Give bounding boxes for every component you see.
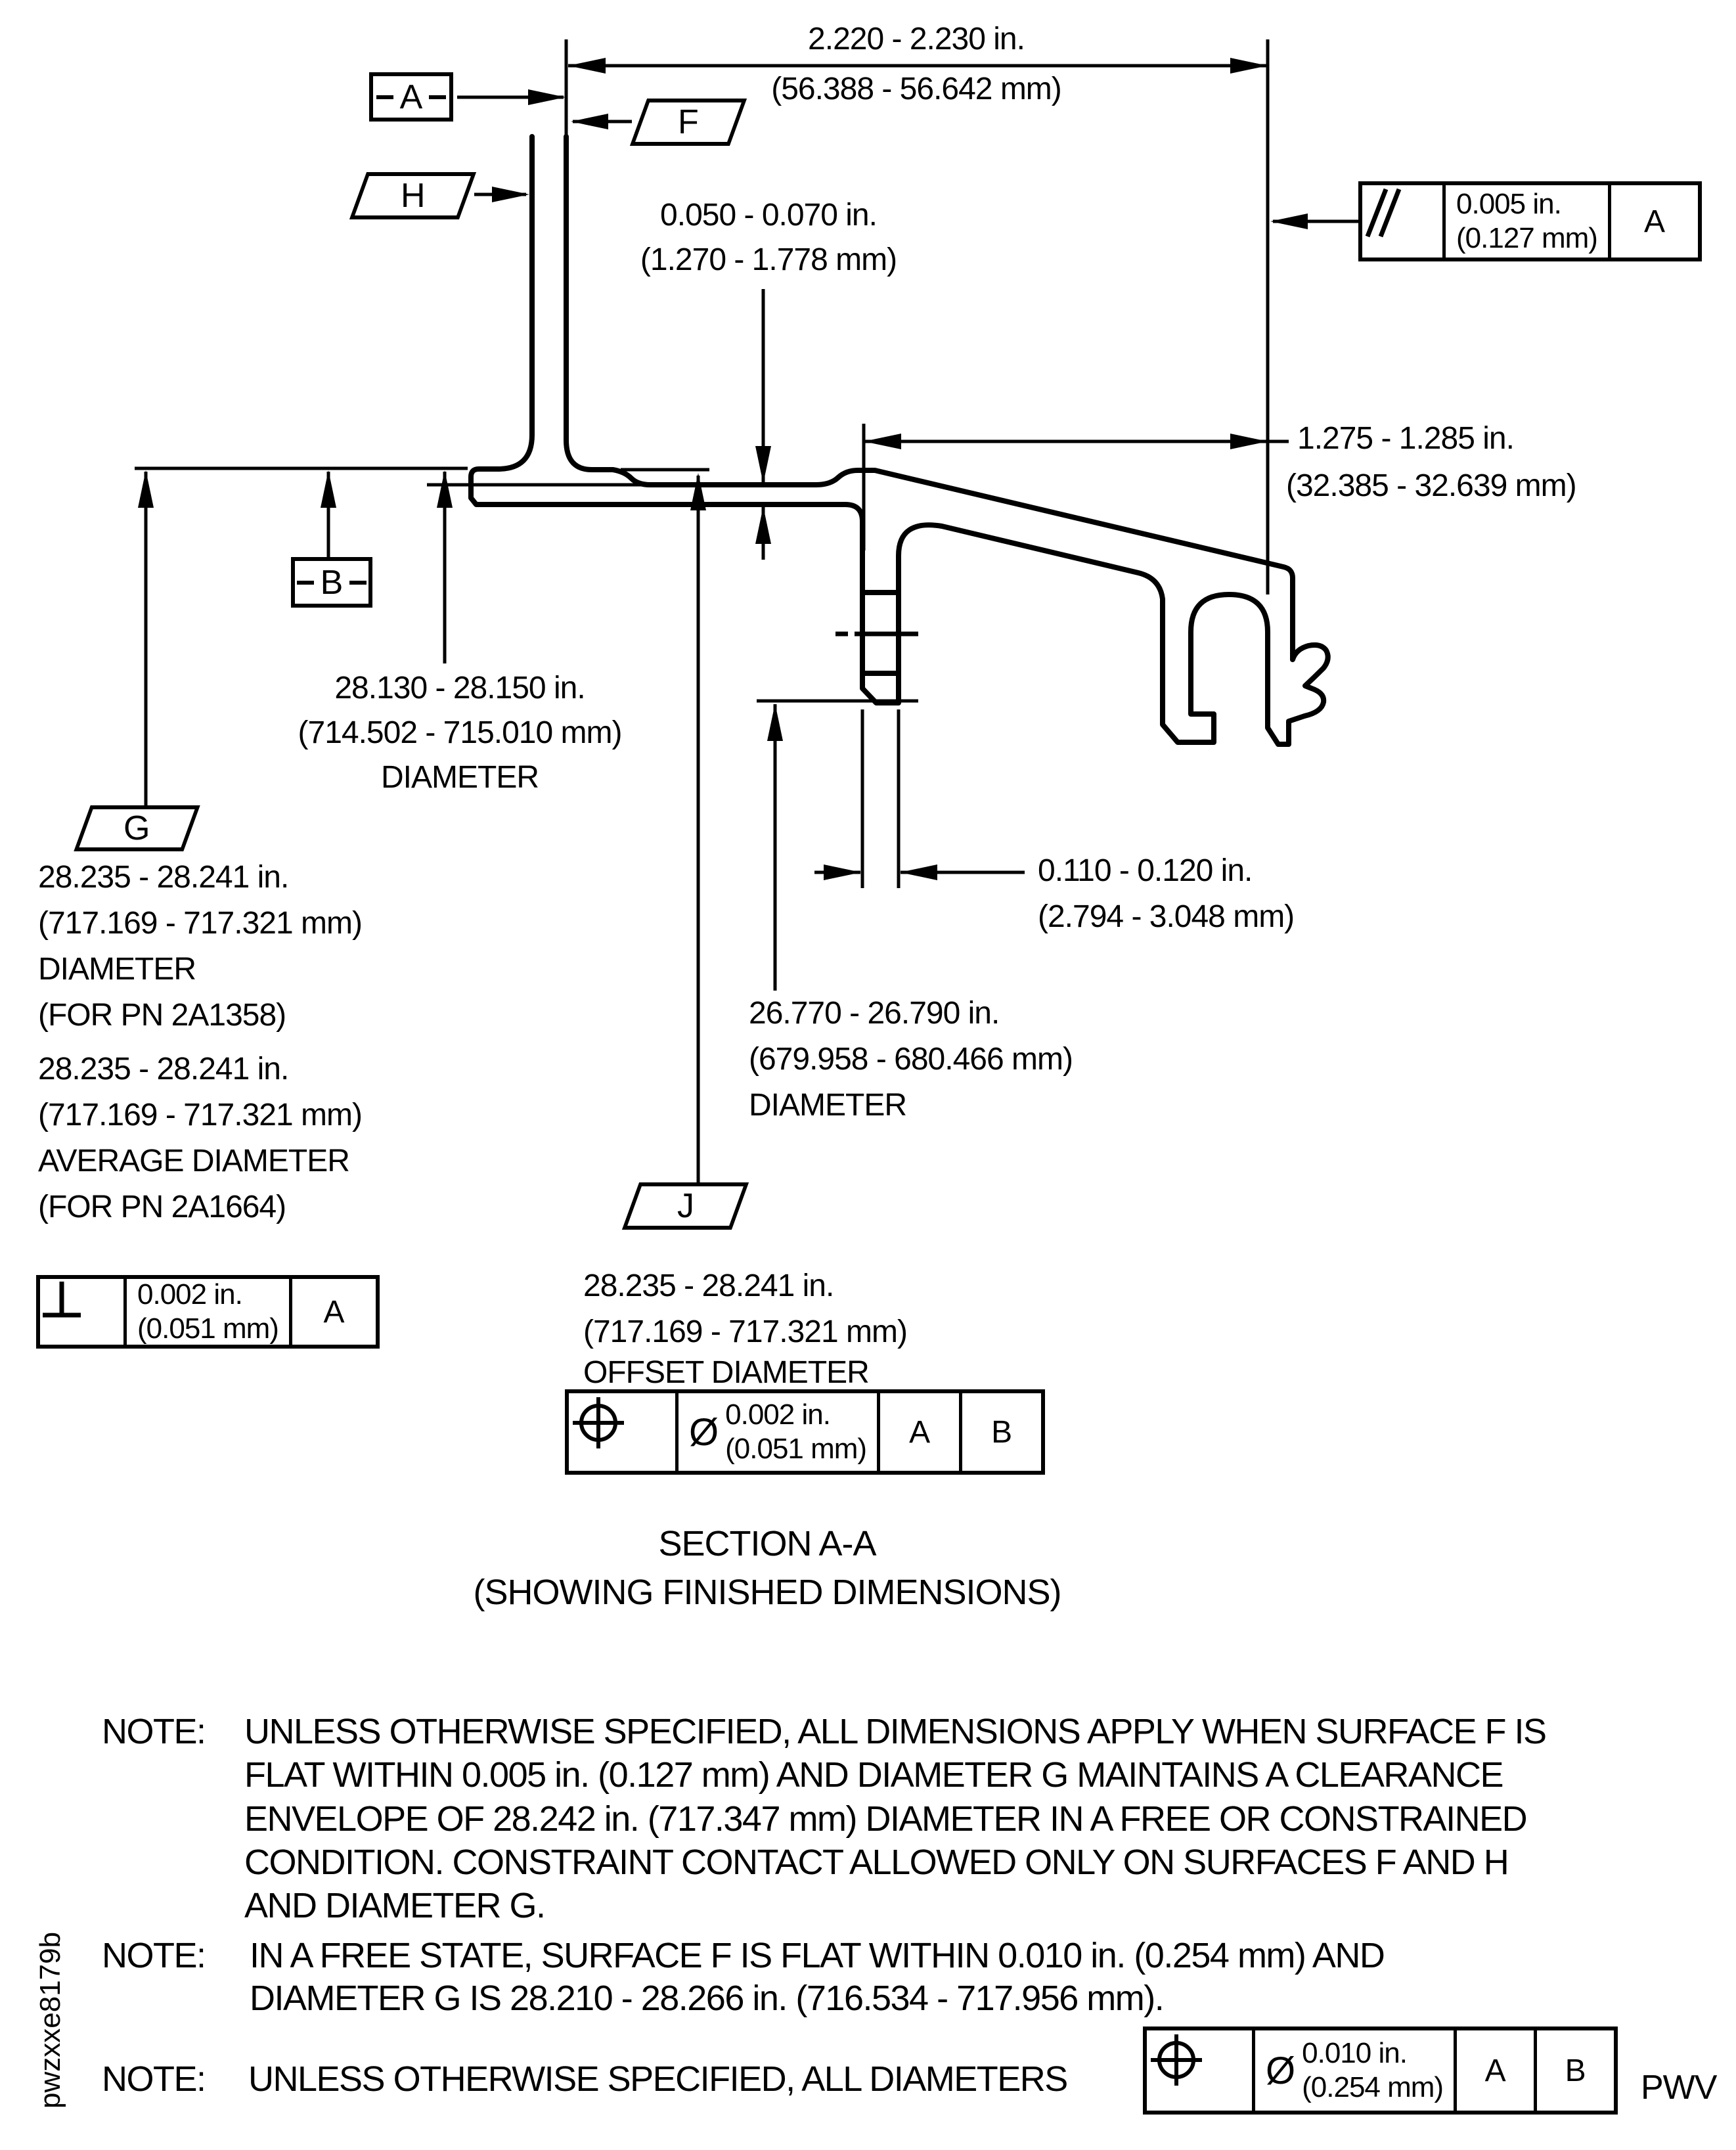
perpendicularity-datum-ref: A bbox=[288, 1279, 376, 1345]
tolerance-mm: (0.254 mm) bbox=[1302, 2071, 1444, 2103]
diameter-g2-mm: (717.169 - 717.321 mm) bbox=[38, 1098, 363, 1132]
datum-dash bbox=[349, 580, 367, 585]
datum-dash bbox=[296, 580, 314, 585]
datum-f-flag: F bbox=[629, 99, 747, 146]
wall-width-in: 0.110 - 0.120 in. bbox=[1038, 853, 1253, 888]
plate-thickness-in: 0.050 - 0.070 in. bbox=[660, 198, 878, 233]
datum-h-flag: H bbox=[349, 172, 477, 219]
plate-thickness-mm: (1.270 - 1.778 mm) bbox=[640, 242, 897, 277]
datum-g-label: G bbox=[123, 809, 150, 847]
datum-h-label: H bbox=[400, 177, 426, 215]
true-position-icon bbox=[1147, 2030, 1252, 2111]
position-fcf-offset: Ø 0.002 in. (0.051 mm) A B bbox=[565, 1389, 1046, 1475]
tolerance-mm: (0.051 mm) bbox=[725, 1433, 867, 1465]
diameter-g1-applies: (FOR PN 2A1358) bbox=[38, 998, 286, 1033]
datum-g-flag: G bbox=[74, 805, 200, 851]
note-1-line-1: UNLESS OTHERWISE SPECIFIED, ALL DIMENSIO… bbox=[244, 1712, 1547, 1751]
document-number: pwzxxe8179b bbox=[34, 1931, 66, 2109]
diameter-b-mm: (714.502 - 715.010 mm) bbox=[298, 715, 623, 750]
diameter-g1-in: 28.235 - 28.241 in. bbox=[38, 860, 289, 895]
tolerance-inches: 0.005 in. bbox=[1456, 188, 1562, 220]
tolerance-mm: (0.051 mm) bbox=[137, 1312, 279, 1345]
parallelism-datum-ref: A bbox=[1607, 185, 1698, 258]
section-title: SECTION A-A bbox=[658, 1524, 876, 1563]
datum-j-flag: J bbox=[621, 1182, 749, 1230]
position-datum-ref-1: A bbox=[1454, 2030, 1534, 2111]
wall-width-mm: (2.794 - 3.048 mm) bbox=[1038, 899, 1295, 934]
offset-diameter-in: 28.235 - 28.241 in. bbox=[583, 1268, 834, 1303]
tolerance-inches: 0.010 in. bbox=[1302, 2037, 1408, 2069]
diameter-g2-label: AVERAGE DIAMETER bbox=[38, 1144, 350, 1178]
datum-a-box: A bbox=[369, 72, 453, 122]
diameter-b-label: DIAMETER bbox=[380, 760, 539, 795]
inner-diameter-in: 26.770 - 26.790 in. bbox=[749, 996, 1000, 1031]
diameter-symbol: Ø bbox=[1266, 2049, 1296, 2092]
datum-a-label: A bbox=[399, 78, 423, 116]
diameter-g1-mm: (717.169 - 717.321 mm) bbox=[38, 906, 363, 941]
datum-dash bbox=[429, 95, 447, 99]
note-1-label: NOTE: bbox=[102, 1712, 206, 1751]
note-3-line-1: UNLESS OTHERWISE SPECIFIED, ALL DIAMETER… bbox=[248, 2059, 1068, 2099]
position-fcf-note: Ø 0.010 in. (0.254 mm) A B bbox=[1143, 2027, 1618, 2115]
note-2-label: NOTE: bbox=[102, 1936, 206, 1975]
note-3-label: NOTE: bbox=[102, 2059, 206, 2099]
perpendicularity-tolerance: 0.002 in. (0.051 mm) bbox=[123, 1278, 289, 1345]
parallelism-tolerance: 0.005 in. (0.127 mm) bbox=[1442, 185, 1608, 258]
perpendicularity-icon bbox=[40, 1279, 123, 1345]
diameter-g2-in: 28.235 - 28.241 in. bbox=[38, 1052, 289, 1086]
position-datum-ref-2: B bbox=[959, 1393, 1041, 1471]
datum-f-label: F bbox=[678, 103, 699, 141]
note-2-line-2: DIAMETER G IS 28.210 - 28.266 in. (716.5… bbox=[250, 1979, 1165, 2018]
overall-width-in: 2.220 - 2.230 in. bbox=[808, 22, 1025, 56]
overall-width-mm: (56.388 - 56.642 mm) bbox=[771, 72, 1062, 106]
true-position-icon bbox=[569, 1393, 675, 1471]
datum-b-box: B bbox=[291, 557, 372, 608]
part-outline bbox=[468, 134, 1331, 747]
datum-dash bbox=[376, 95, 393, 99]
diameter-g1-label: DIAMETER bbox=[38, 952, 196, 987]
note-1-line-3: ENVELOPE OF 28.242 in. (717.347 mm) DIAM… bbox=[244, 1799, 1528, 1839]
perpendicularity-fcf: 0.002 in. (0.051 mm) A bbox=[36, 1275, 380, 1349]
rim-depth-in: 1.275 - 1.285 in. bbox=[1297, 421, 1515, 456]
tolerance-mm: (0.127 mm) bbox=[1456, 222, 1598, 254]
inner-diameter-label: DIAMETER bbox=[749, 1088, 907, 1123]
datum-j-label: J bbox=[677, 1187, 694, 1225]
arrowheads bbox=[138, 58, 1308, 880]
section-subtitle: (SHOWING FINISHED DIMENSIONS) bbox=[473, 1573, 1061, 1612]
tolerance-inches: 0.002 in. bbox=[137, 1278, 243, 1310]
note-1-line-5: AND DIAMETER G. bbox=[244, 1886, 546, 1925]
page-code: PWV bbox=[1641, 2069, 1717, 2107]
parallelism-icon bbox=[1362, 185, 1442, 258]
parallelism-fcf: 0.005 in. (0.127 mm) A bbox=[1358, 181, 1702, 261]
offset-diameter-label: OFFSET DIAMETER bbox=[583, 1355, 870, 1390]
inner-diameter-mm: (679.958 - 680.466 mm) bbox=[749, 1042, 1073, 1077]
rim-depth-mm: (32.385 - 32.639 mm) bbox=[1286, 468, 1577, 503]
tolerance-inches: 0.002 in. bbox=[725, 1399, 831, 1431]
note-1-line-2: FLAT WITHIN 0.005 in. (0.127 mm) AND DIA… bbox=[244, 1755, 1503, 1795]
diameter-symbol: Ø bbox=[689, 1410, 719, 1454]
diameter-g2-applies: (FOR PN 2A1664) bbox=[38, 1190, 286, 1224]
position-datum-ref-2: B bbox=[1534, 2030, 1614, 2111]
note-1-line-4: CONDITION. CONSTRAINT CONTACT ALLOWED ON… bbox=[244, 1843, 1509, 1882]
offset-diameter-mm: (717.169 - 717.321 mm) bbox=[583, 1314, 908, 1349]
datum-b-label: B bbox=[320, 563, 344, 602]
position-datum-ref-1: A bbox=[877, 1393, 959, 1471]
diameter-b-in: 28.130 - 28.150 in. bbox=[334, 671, 585, 705]
note-2-line-1: IN A FREE STATE, SURFACE F IS FLAT WITHI… bbox=[250, 1936, 1385, 1975]
position-tolerance: Ø 0.002 in. (0.051 mm) bbox=[675, 1393, 877, 1471]
position-tolerance: Ø 0.010 in. (0.254 mm) bbox=[1252, 2030, 1454, 2111]
